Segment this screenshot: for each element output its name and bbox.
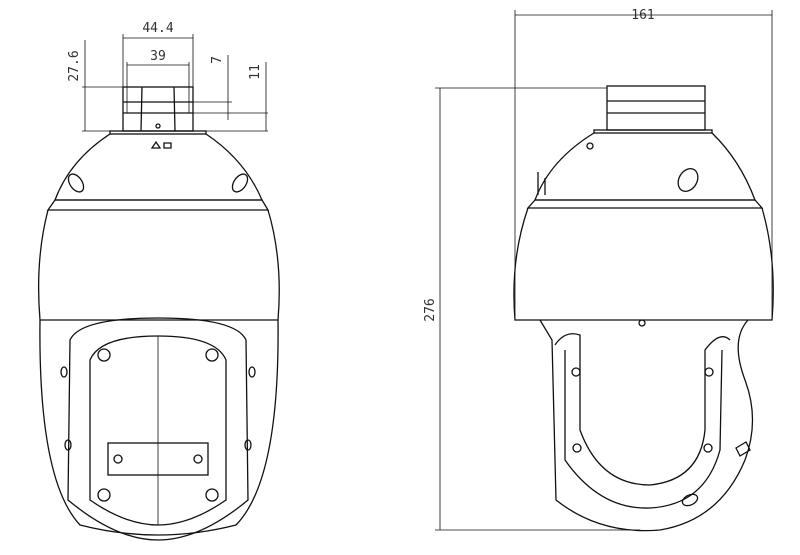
dim-step-a: 7 xyxy=(210,56,225,64)
side-dome xyxy=(513,132,774,327)
side-dimension-lines xyxy=(435,10,773,531)
side-view: 161 276 xyxy=(423,8,774,532)
dim-overall-width: 161 xyxy=(631,8,654,23)
dim-overall-height: 276 xyxy=(423,298,438,321)
front-view: 44.4 39 27.6 7 11 xyxy=(37,21,280,541)
front-mount xyxy=(109,86,207,135)
side-bracket xyxy=(539,319,754,532)
front-dome xyxy=(37,133,280,541)
side-mount xyxy=(593,85,713,134)
dim-mount-height: 27.6 xyxy=(67,50,82,81)
dim-mount-inner-width: 39 xyxy=(150,49,166,64)
dim-mount-outer-width: 44.4 xyxy=(142,21,173,36)
dim-step-b: 11 xyxy=(248,64,263,80)
